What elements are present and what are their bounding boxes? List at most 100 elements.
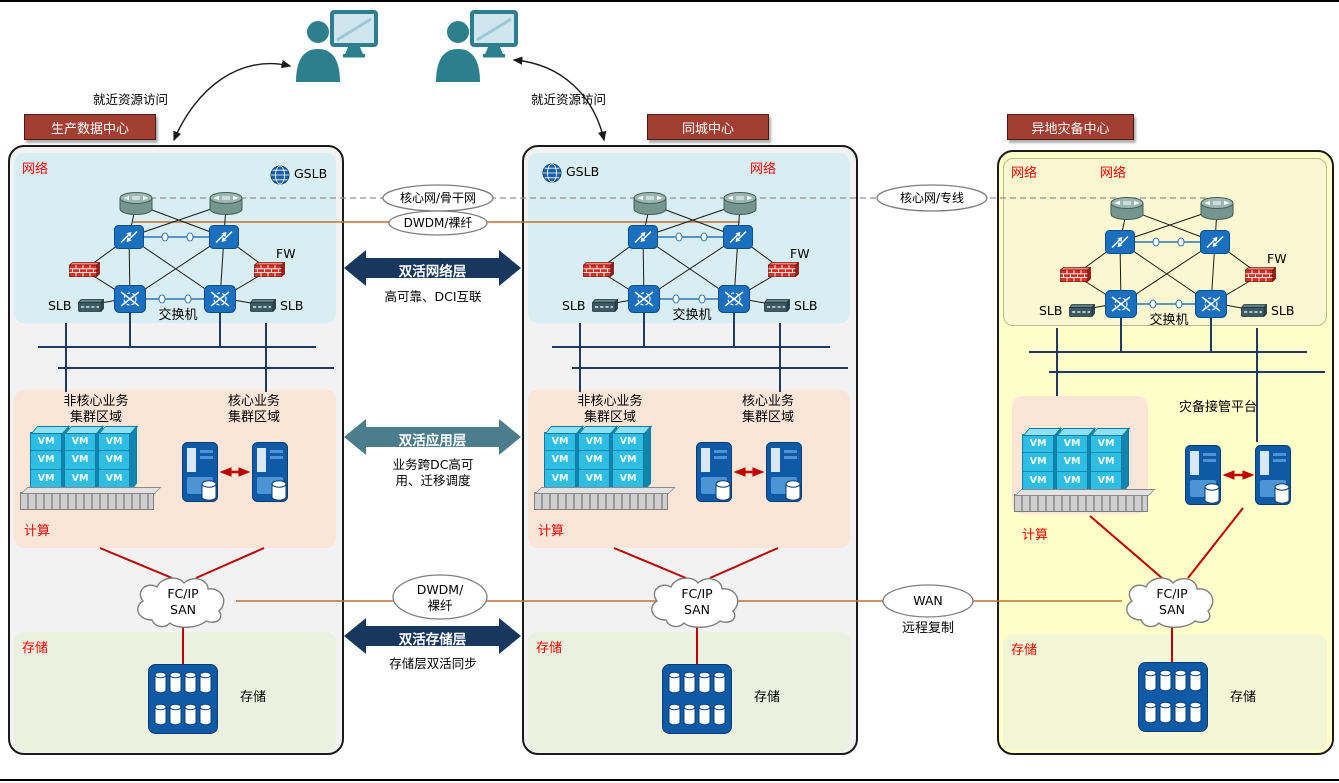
vm-label: VM bbox=[1091, 453, 1121, 472]
city-slb-left-label: SLB bbox=[562, 298, 586, 313]
user-access-arrows bbox=[173, 56, 607, 142]
switch-icon bbox=[114, 225, 144, 249]
l3-switch-icon bbox=[628, 285, 660, 313]
firewall-icon bbox=[1245, 267, 1276, 282]
app-layer-sub-label: 业务跨DC高可 用、迁移调度 bbox=[392, 457, 474, 488]
city-compute-label: 计算 bbox=[538, 524, 565, 539]
l3-switch-icon bbox=[718, 285, 750, 313]
dr-san-label: FC/IP SAN bbox=[1156, 586, 1188, 617]
san-clouds bbox=[137, 577, 1214, 628]
switch-icon bbox=[723, 225, 753, 249]
city-fw-label: FW bbox=[790, 246, 810, 261]
dr-slb-left-label: SLB bbox=[1039, 303, 1063, 318]
core-backbone-label: 核心网/骨干网 bbox=[399, 191, 477, 205]
vm-label: VM bbox=[31, 451, 61, 470]
city-network-zone bbox=[528, 153, 850, 323]
production-fw-label: FW bbox=[276, 246, 296, 261]
production-network-label: 网络 bbox=[22, 162, 49, 177]
production-title: 生产数据中心 bbox=[50, 121, 129, 137]
layer-double-arrows bbox=[344, 250, 521, 654]
production-storage-zone-label: 存储 bbox=[22, 641, 49, 656]
city-switch-label: 交换机 bbox=[672, 308, 712, 323]
production-san-label: FC/IP SAN bbox=[167, 586, 199, 617]
slb-icon bbox=[764, 299, 790, 312]
vm-label: VM bbox=[545, 433, 575, 452]
l3-switch-icon bbox=[114, 285, 146, 313]
switch-icon bbox=[1200, 230, 1230, 254]
production-core-cluster-label: 核心业务 集群区域 bbox=[227, 394, 280, 426]
city-slb-right-label: SLB bbox=[794, 298, 818, 313]
wan-sub-label: 远程复制 bbox=[901, 621, 954, 636]
vm-host-stack: VM VM VM bbox=[544, 432, 576, 489]
storage-layer-arrow-label: 双活存储层 bbox=[398, 632, 467, 648]
server-icon bbox=[252, 442, 288, 502]
server-icon bbox=[696, 442, 732, 502]
vm-label: VM bbox=[579, 433, 609, 452]
dr-platform-label: 灾备接管平台 bbox=[1178, 400, 1257, 415]
vm-label: VM bbox=[545, 451, 575, 470]
server-rack-icon bbox=[534, 492, 668, 510]
lan-bus-lines bbox=[38, 313, 1325, 442]
production-compute-label: 计算 bbox=[24, 524, 51, 539]
vm-label: VM bbox=[1057, 472, 1087, 490]
city-title-bar: 同城中心 bbox=[647, 114, 769, 140]
gslb-globe-icon bbox=[542, 163, 562, 183]
dr-switch-label: 交换机 bbox=[1149, 313, 1189, 328]
vm-label: VM bbox=[99, 433, 129, 452]
production-storage-device-label: 存储 bbox=[240, 690, 267, 705]
dwdm-bottom-label: DWDM/ 裸纤 bbox=[416, 582, 464, 613]
vm-host-stack: VM VM VM bbox=[612, 432, 644, 489]
server-rack-icon bbox=[20, 492, 154, 510]
storage-layer-sub-label: 存储层双活同步 bbox=[389, 656, 477, 671]
dwdm-top-label: DWDM/裸纤 bbox=[403, 216, 473, 230]
vm-host-stack: VM VM VM bbox=[1056, 434, 1088, 491]
bottom-frame-line bbox=[0, 779, 1339, 781]
slb-icon bbox=[592, 299, 618, 312]
vm-label: VM bbox=[579, 451, 609, 470]
vm-host-stack: VM VM VM bbox=[98, 432, 130, 489]
vm-label: VM bbox=[613, 433, 643, 452]
switch-icon bbox=[628, 225, 658, 249]
production-switch-label: 交换机 bbox=[158, 308, 198, 323]
wan-label: WAN bbox=[913, 593, 943, 608]
city-core-cluster-label: 核心业务 集群区域 bbox=[741, 394, 794, 426]
app-layer-arrow-label: 双活应用层 bbox=[398, 433, 467, 449]
city-noncore-cluster-label: 非核心业务 集群区域 bbox=[577, 394, 643, 426]
firewall-icon bbox=[69, 262, 100, 277]
city-storage-zone-label: 存储 bbox=[536, 641, 563, 656]
vm-label: VM bbox=[579, 470, 609, 488]
storage-array-icon bbox=[662, 664, 732, 734]
vm-host-stack: VM VM VM bbox=[1022, 434, 1054, 491]
vm-label: VM bbox=[1091, 435, 1121, 454]
l3-switch-icon bbox=[1195, 290, 1227, 318]
city-title: 同城中心 bbox=[681, 121, 734, 137]
city-san-label: FC/IP SAN bbox=[681, 586, 713, 617]
l3-switch-icon bbox=[1105, 290, 1137, 318]
vm-host-stack: VM VM VM bbox=[578, 432, 610, 489]
server-replication-arrows bbox=[219, 467, 1255, 480]
production-slb-right-label: SLB bbox=[280, 298, 304, 313]
city-network-links bbox=[597, 203, 784, 305]
vm-label: VM bbox=[1057, 435, 1087, 454]
router-icon bbox=[209, 192, 243, 215]
access-label-right: 就近资源访问 bbox=[531, 92, 607, 107]
switch-icon bbox=[1105, 230, 1135, 254]
storage-array-icon bbox=[148, 664, 218, 734]
vm-label: VM bbox=[65, 470, 95, 488]
vm-label: VM bbox=[613, 470, 643, 488]
top-frame-line bbox=[0, 0, 1339, 2]
vm-host-stack: VM VM VM bbox=[1090, 434, 1122, 491]
production-gslb-label: GSLB bbox=[294, 166, 328, 181]
firewall-icon bbox=[254, 262, 285, 277]
vm-label: VM bbox=[613, 451, 643, 470]
vm-label: VM bbox=[31, 470, 61, 488]
city-gslb-label: GSLB bbox=[566, 164, 600, 179]
dr-slb-right-label: SLB bbox=[1271, 303, 1295, 318]
vm-label: VM bbox=[545, 470, 575, 488]
router-icon bbox=[119, 192, 153, 215]
switch-trunk-links bbox=[129, 232, 1215, 309]
firewall-icon bbox=[583, 262, 614, 277]
server-icon bbox=[1255, 445, 1291, 505]
vm-label: VM bbox=[65, 433, 95, 452]
